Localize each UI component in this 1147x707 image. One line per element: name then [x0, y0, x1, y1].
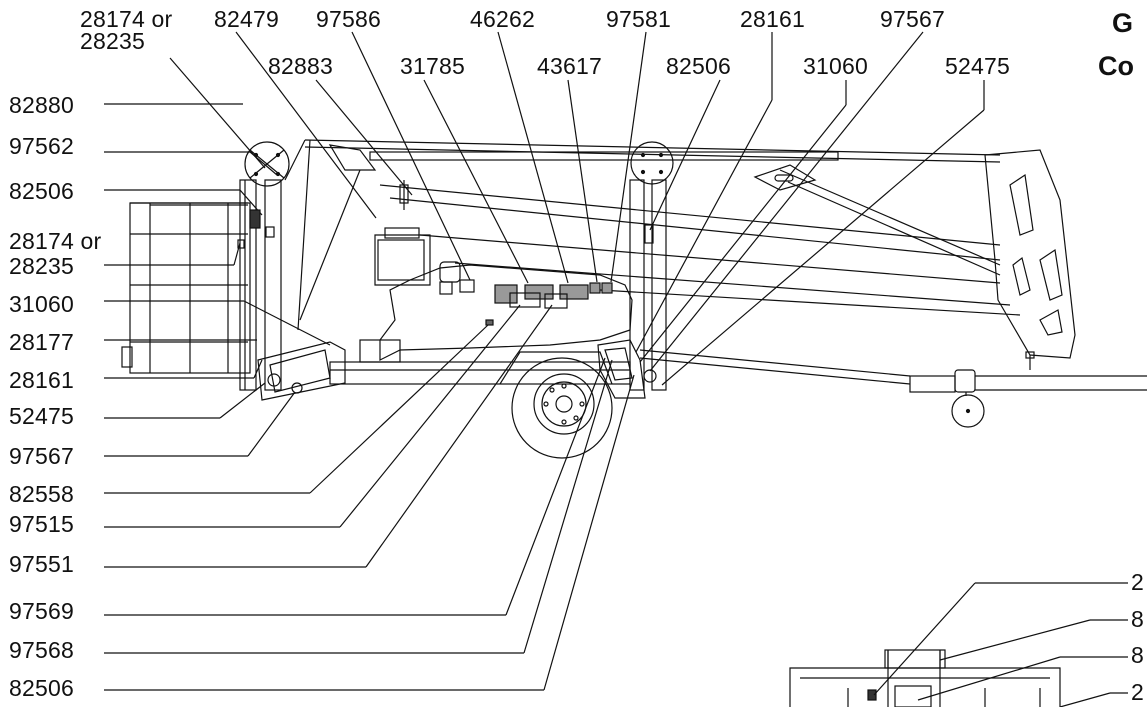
callout-label: 8	[1131, 642, 1144, 668]
callout-label: 52475	[945, 53, 1010, 79]
platform-column	[239, 179, 346, 401]
cable-bundle	[399, 180, 409, 210]
callout-label: 97551	[9, 551, 74, 577]
chassis-body	[374, 227, 633, 361]
callout-label: 97581	[606, 6, 671, 32]
callout-label: 82506	[9, 178, 74, 204]
callout-label: 82883	[268, 53, 333, 79]
callout-label: 28235	[80, 28, 145, 54]
callout-label: 82558	[9, 481, 74, 507]
left-leader-lines	[104, 103, 635, 691]
callout-label: 97562	[9, 133, 74, 159]
callout-label: 31060	[803, 53, 868, 79]
wheel	[511, 357, 613, 459]
tow-bar	[639, 349, 1147, 428]
callout-label: 28177	[9, 329, 74, 355]
callout-label: 28161	[740, 6, 805, 32]
callout-label: 82479	[214, 6, 279, 32]
callout-label: 28174 or	[80, 6, 173, 32]
callout-label: 28174 or	[9, 228, 102, 254]
lift-cylinder	[753, 164, 1001, 276]
callout-label: 31060	[9, 291, 74, 317]
callout-label: 8	[1131, 606, 1144, 632]
outrigger-column	[597, 179, 667, 399]
top-leader-lines	[169, 31, 985, 386]
upper-boom	[284, 139, 1001, 331]
chassis-frame	[329, 339, 631, 385]
right-sphere	[630, 141, 674, 185]
callout-label: 97567	[880, 6, 945, 32]
lower-boom	[379, 184, 1001, 261]
callout-label: 2	[1131, 569, 1144, 595]
diagram-title-line2: Co	[1098, 51, 1134, 81]
diagram-title-line1: G	[1112, 8, 1134, 38]
callout-label: 2	[1131, 679, 1144, 705]
callout-label: 97567	[9, 443, 74, 469]
callout-label: 31785	[400, 53, 465, 79]
callout-label: 97568	[9, 637, 74, 663]
callout-label: 97586	[316, 6, 381, 32]
callout-label: 82506	[666, 53, 731, 79]
boom-pivot-bracket	[984, 149, 1076, 370]
left-sphere	[244, 141, 290, 187]
inset-view	[789, 582, 1128, 707]
callout-label: 46262	[470, 6, 535, 32]
callout-label: 82880	[9, 92, 74, 118]
callout-label: 97569	[9, 598, 74, 624]
callout-label: 52475	[9, 403, 74, 429]
callout-label: 43617	[537, 53, 602, 79]
callout-label: 82506	[9, 675, 74, 701]
callout-label: 28161	[9, 367, 74, 393]
platform-basket	[121, 202, 251, 374]
callout-label: 28235	[9, 253, 74, 279]
callout-label: 97515	[9, 511, 74, 537]
